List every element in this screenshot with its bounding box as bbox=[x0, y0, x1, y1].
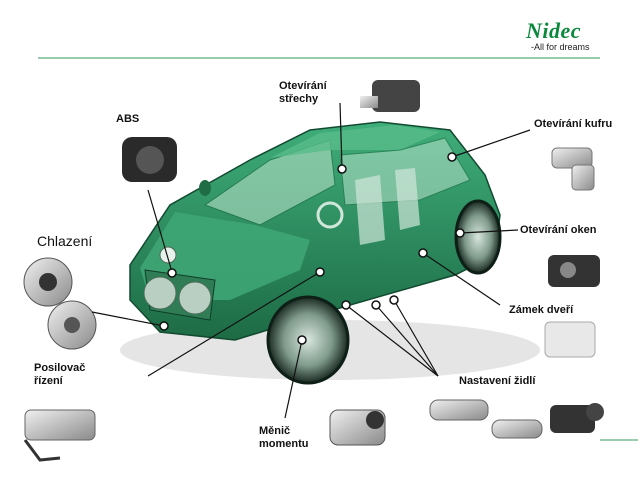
label-steering: Posilovač řízení bbox=[34, 362, 86, 387]
cooling-fan-motor bbox=[23, 257, 73, 307]
component-images bbox=[23, 80, 604, 462]
seat-motor-3 bbox=[550, 403, 604, 433]
label-roof: Otevírání střechy bbox=[279, 80, 327, 105]
trunk-motor bbox=[551, 147, 595, 191]
steering-wheel bbox=[316, 201, 344, 229]
torque-converter-motor bbox=[329, 409, 386, 446]
windshield bbox=[203, 139, 336, 226]
brand-tagline: -All for dreams bbox=[531, 42, 590, 52]
abs-motor bbox=[122, 137, 177, 182]
car-illustration bbox=[129, 121, 502, 385]
callout-dots bbox=[159, 152, 465, 345]
steering-motor bbox=[23, 409, 96, 462]
rear-wheel bbox=[454, 199, 502, 275]
label-abs: ABS bbox=[116, 113, 140, 125]
callout-lines bbox=[91, 102, 531, 419]
cooling-fan-motor-2 bbox=[47, 300, 97, 350]
label-trunk: Otevírání kufru bbox=[534, 118, 613, 130]
seat bbox=[395, 168, 420, 230]
seat-motor-2 bbox=[491, 419, 543, 439]
side-mirror bbox=[199, 180, 211, 196]
label-door-lock: Zámek dveří bbox=[509, 304, 574, 316]
window-motor bbox=[548, 255, 600, 287]
roof-motor bbox=[360, 80, 420, 112]
brand-logo: Nidec bbox=[526, 18, 582, 43]
seat-motor-1 bbox=[429, 399, 489, 421]
seat bbox=[355, 175, 385, 245]
radiator-fan bbox=[143, 276, 177, 310]
label-cooling: Chlazení bbox=[37, 233, 93, 249]
door-lock-unit bbox=[544, 321, 596, 358]
label-torque: Měnič momentu bbox=[259, 425, 309, 450]
label-seats: Nastavení židlí bbox=[459, 375, 536, 387]
label-windows: Otevírání oken bbox=[520, 224, 597, 236]
radiator-fan bbox=[178, 281, 212, 315]
headlight bbox=[159, 246, 177, 264]
front-wheel bbox=[266, 295, 350, 385]
